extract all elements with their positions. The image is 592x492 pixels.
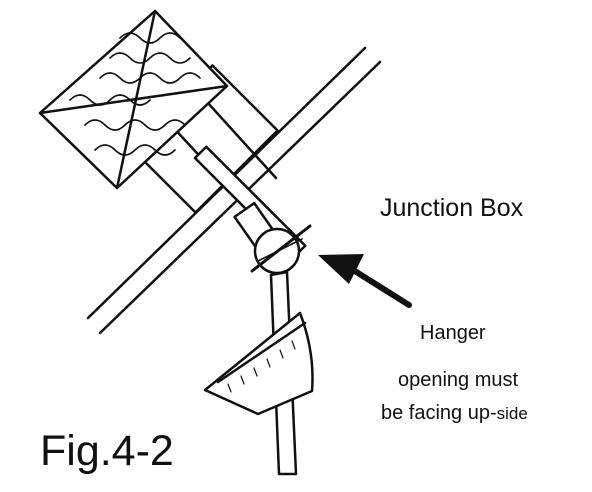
hanger-note-line-3-small: side [496,404,528,423]
hanger-note-line-3-main: be facing up- [381,402,497,424]
figure-label: Fig.4-2 [40,427,174,475]
pointer-arrow [318,254,412,308]
canopy [203,311,314,416]
hanger-note-line-3: be facing up-side [381,402,528,425]
hanger-hook [250,224,312,275]
hanger-note-line-2: opening must [398,369,519,391]
junction-box-label: Junction Box [380,194,524,222]
junction-box-lid [38,9,229,190]
hanger-note-line-1: Hanger [420,322,486,344]
